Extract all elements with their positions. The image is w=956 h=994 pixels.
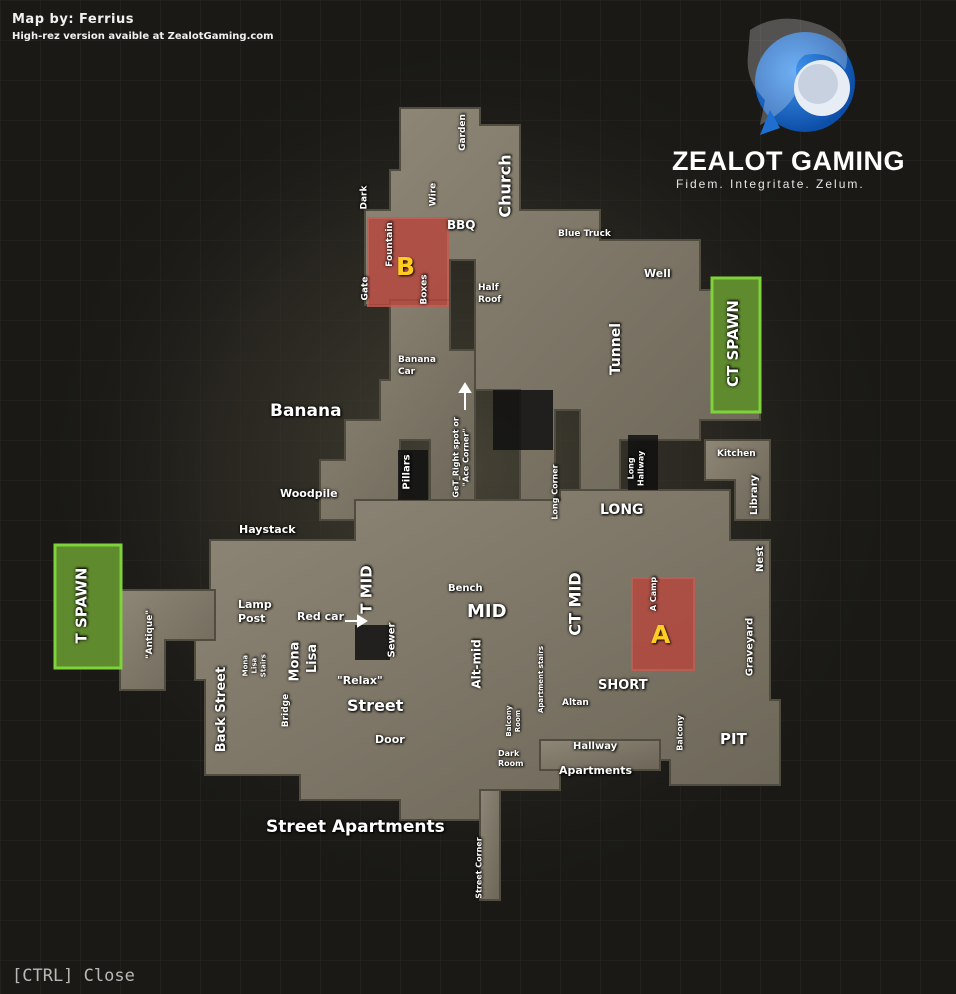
callout-dark-room: Dark Room: [498, 749, 524, 769]
callout-bench: Bench: [448, 583, 483, 594]
callout-apartment-stairs: Apartment stairs: [537, 645, 546, 714]
callout-street: Street: [347, 696, 404, 715]
callout-mona: Mona: [287, 641, 303, 682]
callout-red-car: Red car: [297, 610, 345, 623]
close-button[interactable]: [CTRL] Close: [12, 966, 135, 986]
callout-street-apartments: Street Apartments: [266, 817, 445, 837]
callout-boxes: Boxes: [419, 274, 430, 305]
callout-back-street: Back Street: [214, 666, 230, 753]
bombsite-b-letter: B: [396, 252, 416, 281]
ct-spawn-label: CT SPAWN: [723, 300, 742, 387]
callout-banana-car: Banana Car: [398, 355, 436, 377]
callout-long-corner: Long Corner: [550, 464, 560, 520]
callout-long-hallway: Long Hallway: [626, 450, 646, 487]
callout-mid: MID: [467, 601, 507, 622]
callout-short: SHORT: [598, 678, 648, 693]
callout-wire: Wire: [428, 182, 439, 207]
callout-lisa: Lisa: [305, 643, 321, 674]
map-footprint: [119, 107, 781, 901]
arrow-marks: [345, 382, 472, 628]
callout-altan: Altan: [562, 698, 589, 708]
callout-balcony-room: Balcony Room: [504, 705, 522, 737]
callout-well: Well: [644, 267, 671, 280]
map-source: High-rez version avaible at ZealotGaming…: [12, 31, 274, 42]
callout-blue-truck: Blue Truck: [558, 229, 611, 239]
callout-graveyard: Graveyard: [744, 617, 756, 677]
callout-alt-mid: Alt-mid: [469, 639, 484, 689]
callout-bbq: BBQ: [447, 218, 476, 232]
callout-pit: PIT: [720, 730, 747, 748]
t-spawn-label: T SPAWN: [72, 567, 91, 644]
callout-apartments: Apartments: [559, 764, 633, 777]
callout-hallway: Hallway: [573, 741, 618, 752]
callout-church: Church: [495, 154, 515, 218]
callout-antique: "Antique": [145, 609, 156, 660]
callout-a-camp: A Camp: [649, 576, 659, 612]
map-author: Map by: Ferrius: [12, 12, 134, 27]
callout-bridge: Bridge: [281, 693, 292, 728]
callout-street-corner: Street Corner: [474, 837, 484, 899]
map-voids: [355, 390, 658, 660]
dragon-logo-icon: [747, 18, 855, 135]
callout-sewer: Sewer: [386, 622, 398, 658]
bombsite-b-zone: [367, 217, 449, 307]
t-spawn-zone: [53, 543, 123, 670]
callout-mona-lisa-stairs: Mona Lisa Stairs: [241, 654, 268, 678]
callout-half-roof: Half Roof: [478, 283, 502, 305]
callout-garden: Garden: [457, 114, 468, 151]
callout-haystack: Haystack: [239, 523, 296, 536]
callout-tunnel: Tunnel: [608, 322, 625, 376]
callout-ace-corner: GeT_Right spot or "Ace Corner": [451, 417, 471, 498]
callout-long: LONG: [600, 502, 644, 518]
callout-kitchen: Kitchen: [717, 449, 756, 459]
callout-fountain: Fountain: [384, 222, 395, 267]
callout-banana: Banana: [270, 401, 342, 421]
callout-gate: Gate: [360, 276, 371, 301]
callout-dark: Dark: [359, 185, 370, 210]
callout-woodpile: Woodpile: [280, 487, 338, 500]
callout-balcony: Balcony: [675, 715, 685, 751]
bombsite-a-letter: A: [651, 620, 671, 649]
bombsite-a-zone: [631, 577, 695, 671]
callout-nest: Nest: [754, 546, 766, 572]
callout-door: Door: [375, 733, 405, 746]
callout-library: Library: [749, 474, 761, 516]
callout-ct-mid: CT MID: [565, 572, 585, 636]
callout-lamp-post: Lamp Post: [238, 598, 272, 626]
brand-name: ZEALOT GAMING: [672, 146, 905, 176]
ct-spawn-zone: [710, 276, 762, 414]
callout-t-mid: T MID: [357, 565, 376, 614]
callout-relax: "Relax": [337, 674, 383, 687]
callout-pillars: Pillars: [401, 454, 413, 490]
brand-motto: Fidem. Integritate. Zelum.: [676, 177, 865, 191]
